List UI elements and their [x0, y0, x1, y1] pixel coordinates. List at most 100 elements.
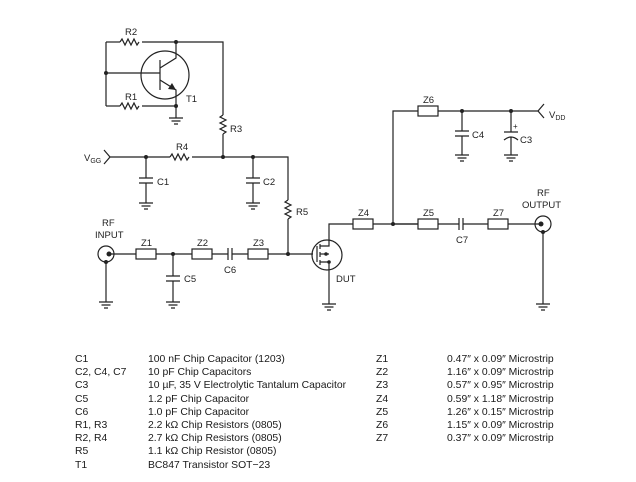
part-desc: 0.47″ x 0.09″ Microstrip — [447, 354, 554, 365]
part-desc: 100 nF Chip Capacitor (1203) — [148, 354, 285, 365]
label-c5: C5 — [184, 274, 196, 285]
dut-symbol — [311, 239, 343, 271]
part-desc: 2.2 kΩ Chip Resistors (0805) — [148, 420, 282, 432]
capacitor-c6 — [212, 248, 248, 260]
ground-icon — [139, 202, 153, 210]
microstrip-z3 — [247, 248, 269, 260]
label-z6: Z6 — [423, 95, 434, 106]
label-z5: Z5 — [423, 208, 434, 219]
part-ref: C3 — [75, 380, 89, 392]
junction-dot — [174, 40, 178, 44]
parts-list-components: C1 100 nF Chip Capacitor (1203) C2, C4, C… — [75, 353, 346, 472]
capacitor-c4 — [455, 111, 469, 155]
label-dut: DUT — [336, 274, 356, 285]
part-ref: R2, R4 — [75, 433, 108, 445]
ground-icon — [455, 154, 469, 162]
ground-icon — [504, 154, 518, 162]
capacitor-c2 — [246, 157, 260, 203]
label-c6: C6 — [224, 265, 236, 276]
wire — [142, 41, 224, 115]
parts-row: R5 1.1 kΩ Chip Resistor (0805) — [75, 445, 346, 458]
part-desc: 1.0 pF Chip Capacitor — [148, 406, 250, 418]
capacitor-c3 — [503, 111, 519, 155]
ground-icon — [99, 301, 113, 309]
parts-row: Z2 1.16″ x 0.09″ Microstrip — [376, 366, 554, 379]
capacitor-c5 — [166, 254, 180, 302]
body-arrow — [324, 252, 328, 256]
part-desc: 0.37″ x 0.09″ Microstrip — [447, 433, 554, 445]
parts-row: Z7 0.37″ x 0.09″ Microstrip — [376, 432, 554, 445]
capacitor-c7 — [438, 218, 488, 230]
wire — [392, 110, 418, 224]
drain-path: Z4 — [352, 110, 418, 230]
part-ref: Z4 — [376, 393, 389, 405]
resistor-r4 — [169, 152, 190, 162]
part-ref: Z3 — [376, 380, 389, 392]
rf-input-path: RF INPUT Z1 C5 Z2 C6 Z3 — [95, 218, 313, 309]
label-z3: Z3 — [253, 238, 264, 249]
part-ref: Z2 — [376, 367, 389, 379]
part-ref: T1 — [75, 459, 88, 471]
junction-dot — [327, 260, 331, 264]
transistor-emitter — [159, 79, 177, 106]
connector-center — [538, 221, 544, 227]
transistor-t1-symbol — [140, 50, 190, 100]
part-desc: 0.59″ x 1.18″ Microstrip — [447, 393, 554, 405]
part-ref: C5 — [75, 393, 89, 405]
ground-icon — [322, 303, 336, 311]
part-ref: Z7 — [376, 433, 389, 445]
microstrip-z5 — [417, 218, 439, 230]
label-z2: Z2 — [197, 238, 208, 249]
part-ref: C6 — [75, 406, 89, 418]
ground-icon — [169, 117, 183, 125]
label-r4: R4 — [176, 142, 188, 153]
part-ref: R5 — [75, 446, 89, 458]
label-c7: C7 — [456, 235, 468, 246]
resistor-r1 — [119, 101, 140, 111]
parts-row: C6 1.0 pF Chip Capacitor — [75, 406, 346, 419]
resistor-r3 — [218, 114, 228, 135]
resistor-r5 — [283, 199, 293, 220]
label-r3: R3 — [230, 124, 242, 135]
label-r1: R1 — [125, 92, 137, 103]
bias-transistor-network: R2 R1 T1 — [104, 27, 224, 125]
junction-dot — [221, 155, 225, 159]
parts-row: C1 100 nF Chip Capacitor (1203) — [75, 353, 346, 366]
capacitor-c1 — [139, 157, 153, 203]
part-desc: 1.26″ x 0.15″ Microstrip — [447, 406, 554, 418]
vgg-terminal-icon — [103, 149, 111, 165]
ground-icon — [536, 303, 550, 311]
rf-output-label-line1: RF — [537, 188, 550, 199]
label-r2: R2 — [125, 27, 137, 38]
junction-dot — [174, 104, 178, 108]
junction-dot — [251, 155, 255, 159]
parts-row: Z4 0.59″ x 1.18″ Microstrip — [376, 393, 554, 406]
vgg-label: VGG — [84, 153, 101, 165]
microstrip-z6 — [417, 105, 439, 117]
junction-dot — [144, 155, 148, 159]
drain-wire — [320, 223, 353, 247]
parts-row: C5 1.2 pF Chip Capacitor — [75, 393, 346, 406]
label-z7: Z7 — [493, 208, 504, 219]
part-desc: 1.16″ x 0.09″ Microstrip — [447, 367, 554, 379]
label-c3: C3 — [520, 135, 532, 146]
part-desc: 1.1 kΩ Chip Resistor (0805) — [148, 446, 277, 458]
rf-output-label-line2: OUTPUT — [522, 200, 561, 211]
resistor-r5-group: R5 — [283, 199, 308, 254]
vdd-label: VDD — [549, 110, 565, 122]
label-z4: Z4 — [358, 208, 369, 219]
rf-input-label-line2: INPUT — [95, 230, 124, 241]
part-ref: C2, C4, C7 — [75, 367, 127, 379]
label-z1: Z1 — [141, 238, 152, 249]
microstrip-z7 — [487, 218, 509, 230]
microstrip-z1 — [135, 248, 157, 260]
part-desc: 1.2 pF Chip Capacitor — [148, 393, 250, 405]
part-ref: C1 — [75, 354, 89, 365]
microstrip-z4 — [352, 218, 374, 230]
resistor-r2 — [119, 37, 140, 47]
